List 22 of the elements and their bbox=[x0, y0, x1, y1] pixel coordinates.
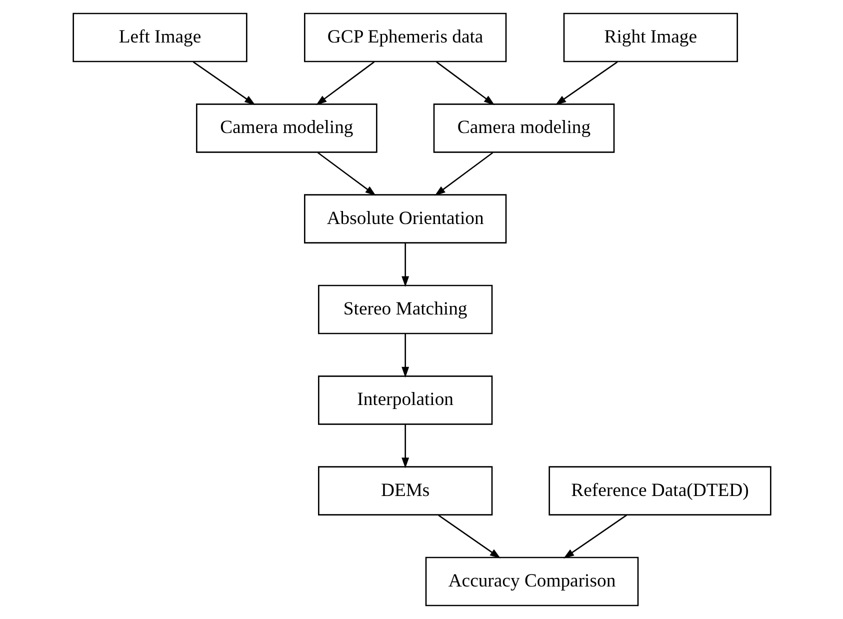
arrow bbox=[401, 243, 409, 287]
node-box: Camera modeling bbox=[196, 104, 377, 153]
arrow bbox=[438, 514, 500, 558]
arrow bbox=[401, 424, 409, 468]
arrow bbox=[434, 152, 493, 196]
node-box: Absolute Orientation bbox=[304, 194, 506, 244]
arrow bbox=[316, 152, 376, 196]
arrow bbox=[401, 334, 409, 378]
arrow bbox=[436, 61, 494, 106]
node-box: Accuracy Comparison bbox=[424, 556, 638, 606]
node-box: Stereo Matching bbox=[318, 284, 492, 334]
arrow bbox=[562, 514, 627, 559]
node-box: Right Image bbox=[562, 12, 738, 62]
node-box: Interpolation bbox=[318, 376, 492, 425]
arrow bbox=[192, 61, 255, 106]
arrow bbox=[554, 61, 618, 106]
node-box: Reference Data(DTED) bbox=[548, 466, 771, 516]
node-box: Left Image bbox=[72, 12, 247, 62]
node-box: GCP Ephemeris data bbox=[304, 12, 506, 62]
node-box: Camera modeling bbox=[432, 104, 614, 153]
node-box: DEMs bbox=[318, 466, 492, 516]
arrow bbox=[316, 61, 374, 106]
